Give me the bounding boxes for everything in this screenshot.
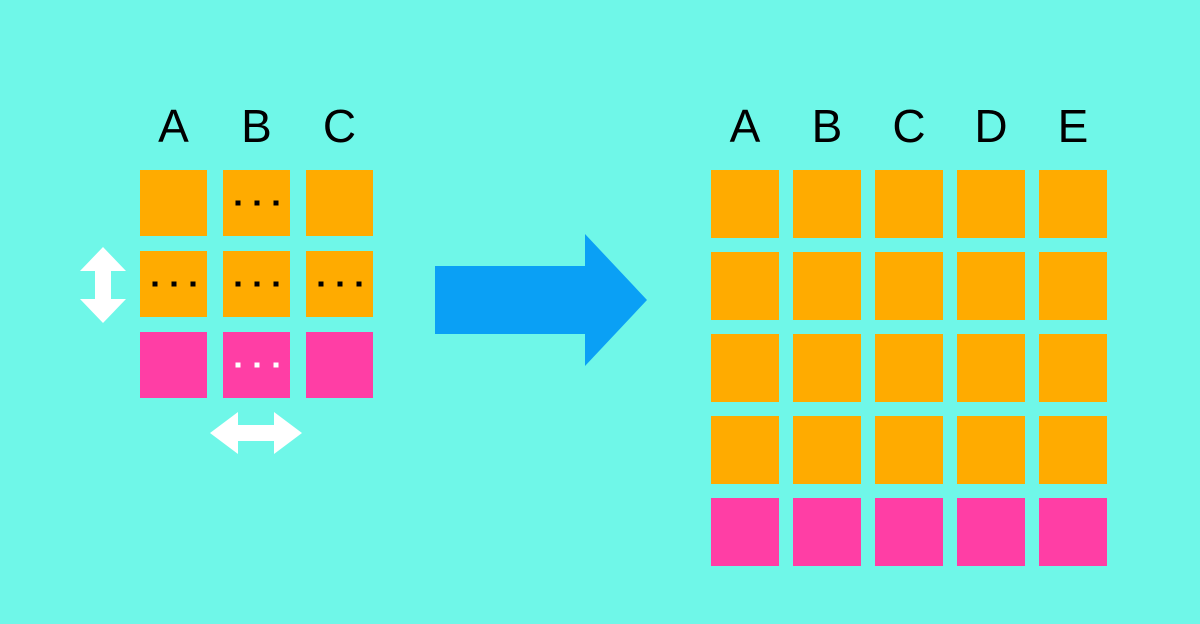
column-header-b: B xyxy=(811,100,843,152)
ellipsis-icon xyxy=(235,362,278,368)
grid-cell-c3[interactable] xyxy=(306,332,373,398)
ellipsis-dot xyxy=(273,362,278,368)
grid-cell-e3[interactable] xyxy=(1039,334,1107,402)
ellipsis-dot xyxy=(356,281,361,287)
grid-cell-e5[interactable] xyxy=(1039,498,1107,566)
source-grid-body xyxy=(140,170,373,398)
ellipsis-dot xyxy=(273,200,278,206)
grid-cell-a4[interactable] xyxy=(711,416,779,484)
ellipsis-dot xyxy=(254,281,259,287)
grid-cell-b2[interactable] xyxy=(793,252,861,320)
grid-row xyxy=(140,251,373,317)
grid-cell-c3[interactable] xyxy=(875,334,943,402)
grid-cell-a2[interactable] xyxy=(140,251,207,317)
grid-cell-c2[interactable] xyxy=(875,252,943,320)
ellipsis-dot xyxy=(171,281,176,287)
grid-cell-a1[interactable] xyxy=(140,170,207,236)
grid-cell-b3[interactable] xyxy=(223,332,290,398)
ellipsis-dot xyxy=(273,281,278,287)
ellipsis-dot xyxy=(337,281,342,287)
ellipsis-dot xyxy=(254,362,259,368)
grid-cell-a1[interactable] xyxy=(711,170,779,238)
grid-cell-c5[interactable] xyxy=(875,498,943,566)
grid-cell-c4[interactable] xyxy=(875,416,943,484)
ellipsis-dot xyxy=(235,281,240,287)
grid-cell-c2[interactable] xyxy=(306,251,373,317)
grid-row xyxy=(711,498,1107,566)
grid-cell-e2[interactable] xyxy=(1039,252,1107,320)
column-header-a: A xyxy=(158,100,189,152)
grid-cell-d5[interactable] xyxy=(957,498,1025,566)
column-header-a: A xyxy=(729,100,761,152)
ellipsis-dot xyxy=(235,200,240,206)
ellipsis-dot xyxy=(318,281,323,287)
column-header-d: D xyxy=(974,100,1008,152)
column-header-c: C xyxy=(322,100,357,152)
grid-row xyxy=(711,252,1107,320)
grid-cell-d2[interactable] xyxy=(957,252,1025,320)
grid-cell-a5[interactable] xyxy=(711,498,779,566)
column-header-c: C xyxy=(892,100,926,152)
result-grid-body xyxy=(711,170,1107,566)
ellipsis-dot xyxy=(235,362,240,368)
vertical-double-arrow-icon xyxy=(78,245,128,325)
grid-cell-b1[interactable] xyxy=(223,170,290,236)
ellipsis-icon xyxy=(152,281,195,287)
ellipsis-dot xyxy=(152,281,157,287)
ellipsis-icon xyxy=(318,281,361,287)
grid-row xyxy=(140,170,373,236)
grid-row xyxy=(140,332,373,398)
grid-cell-b2[interactable] xyxy=(223,251,290,317)
grid-cell-b4[interactable] xyxy=(793,416,861,484)
column-header-b: B xyxy=(241,100,272,152)
grid-cell-e1[interactable] xyxy=(1039,170,1107,238)
grid-cell-a3[interactable] xyxy=(711,334,779,402)
grid-row xyxy=(711,170,1107,238)
grid-cell-b5[interactable] xyxy=(793,498,861,566)
ellipsis-dot xyxy=(190,281,195,287)
grid-cell-d3[interactable] xyxy=(957,334,1025,402)
ellipsis-icon xyxy=(235,200,278,206)
column-header-e: E xyxy=(1057,100,1089,152)
horizontal-double-arrow-icon xyxy=(208,410,304,456)
grid-row xyxy=(711,334,1107,402)
grid-cell-d4[interactable] xyxy=(957,416,1025,484)
grid-cell-a2[interactable] xyxy=(711,252,779,320)
grid-cell-e4[interactable] xyxy=(1039,416,1107,484)
ellipsis-icon xyxy=(235,281,278,287)
right-arrow-icon xyxy=(435,230,650,370)
grid-cell-c1[interactable] xyxy=(306,170,373,236)
grid-row xyxy=(711,416,1107,484)
ellipsis-dot xyxy=(254,200,259,206)
grid-cell-a3[interactable] xyxy=(140,332,207,398)
grid-cell-d1[interactable] xyxy=(957,170,1025,238)
grid-cell-b3[interactable] xyxy=(793,334,861,402)
grid-cell-b1[interactable] xyxy=(793,170,861,238)
grid-cell-c1[interactable] xyxy=(875,170,943,238)
